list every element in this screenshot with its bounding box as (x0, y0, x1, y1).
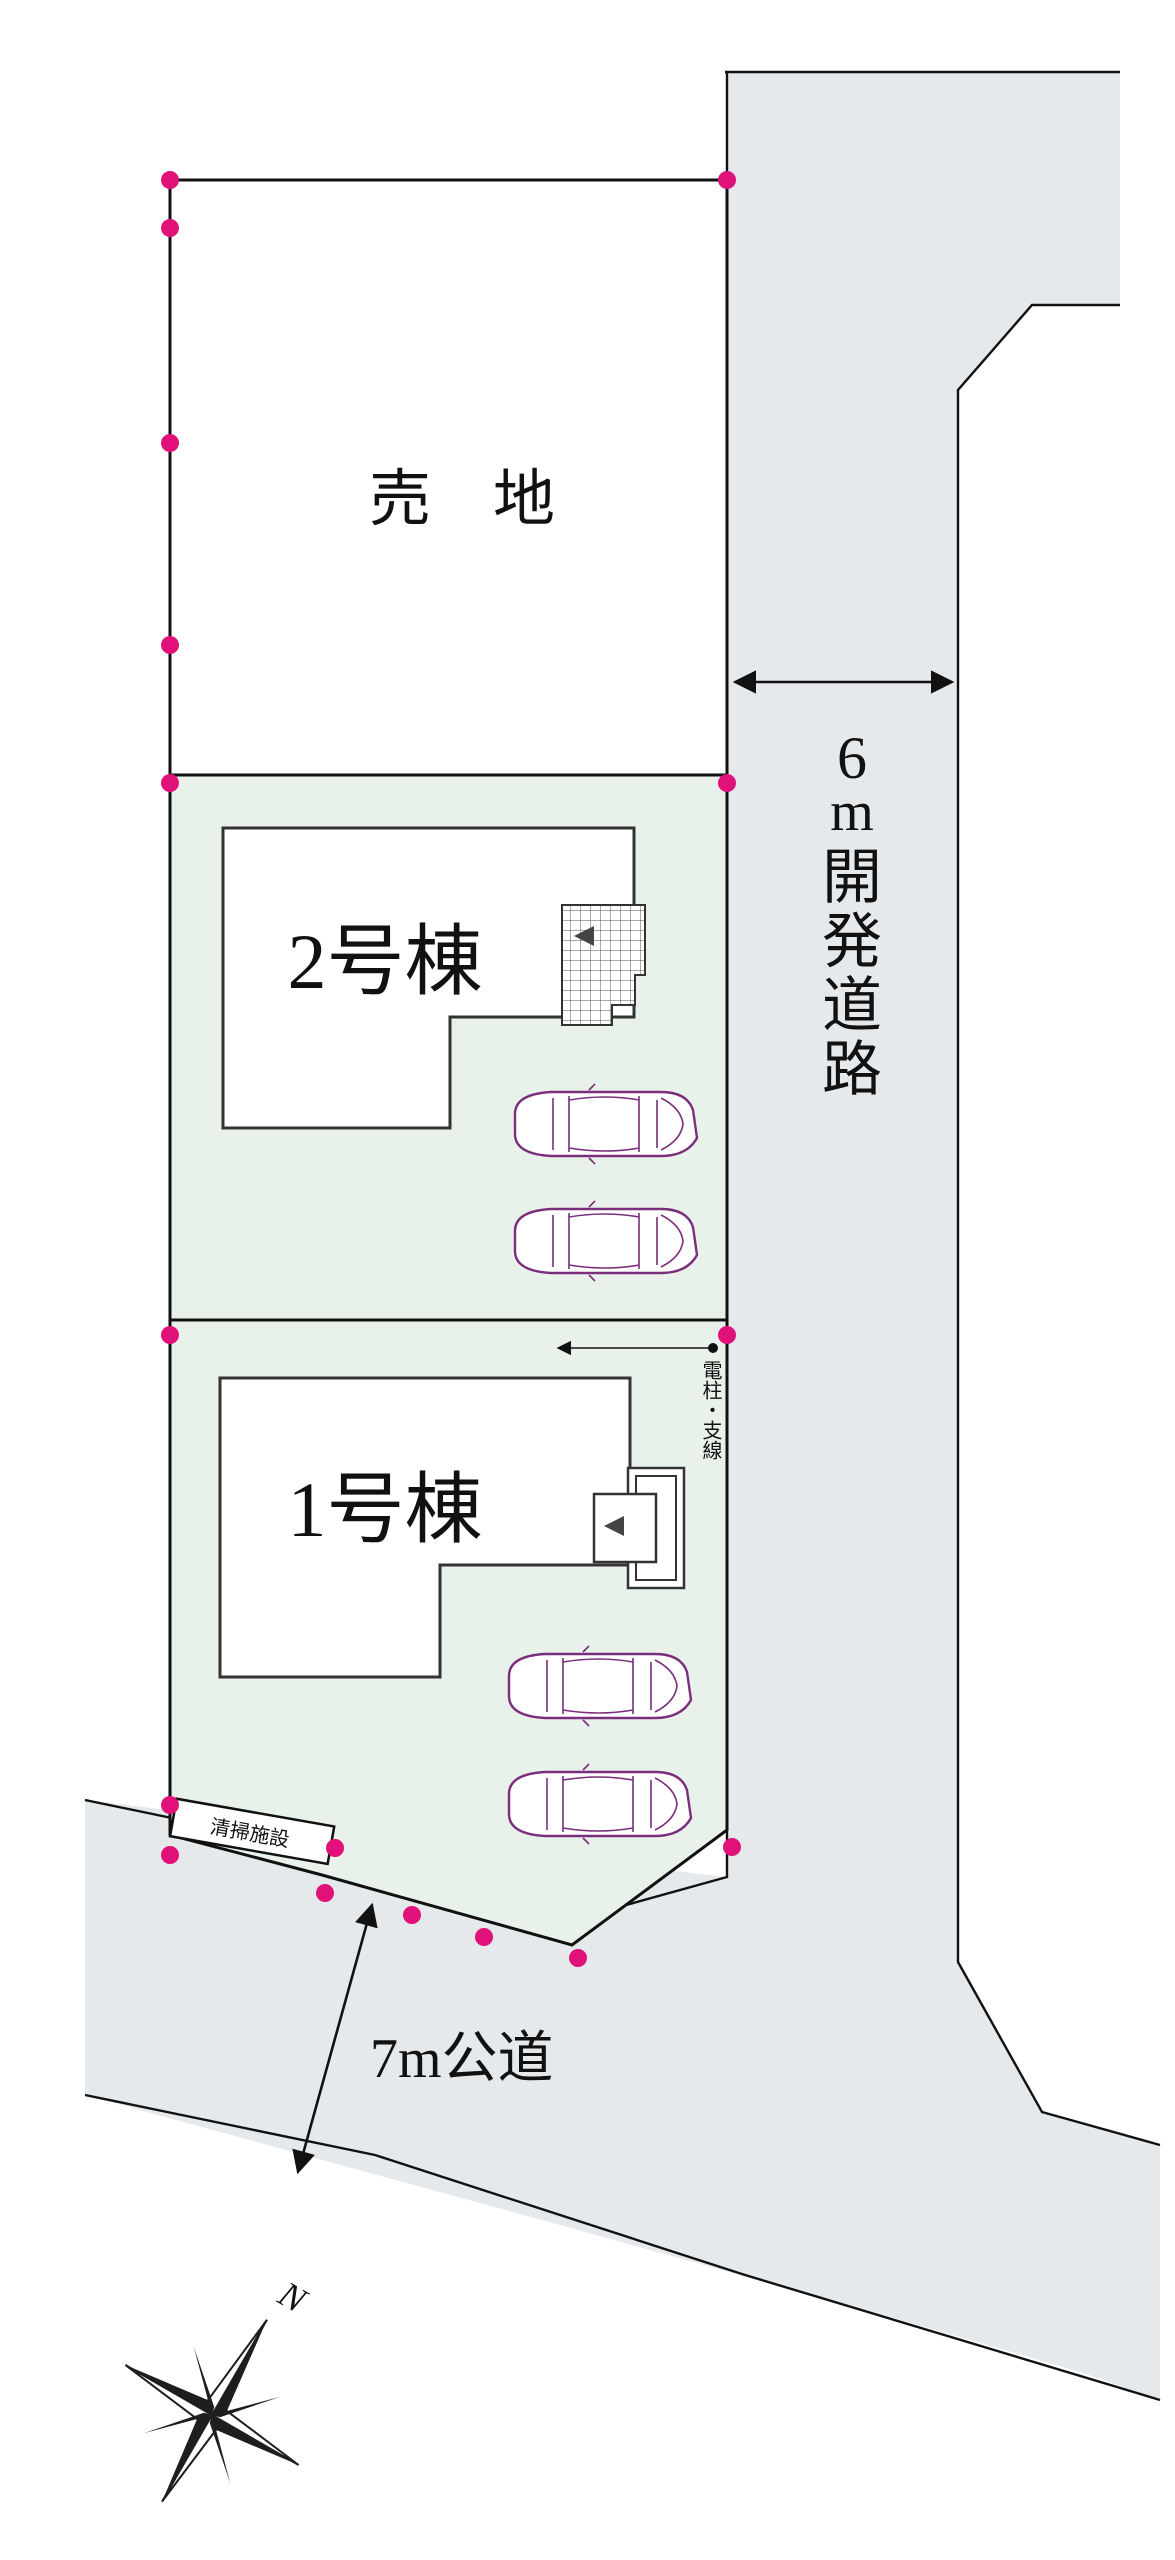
development-road-name-char: 道 (822, 973, 882, 1039)
building-1-entrance-icon (604, 1516, 624, 1536)
building-1-footprint (218, 1376, 632, 1679)
development-road-width: 6 (837, 725, 867, 791)
boundary-marker-icon (161, 1796, 179, 1814)
car-icon (507, 1644, 693, 1728)
boundary-marker-icon (161, 434, 179, 452)
boundary-marker-icon (403, 1906, 421, 1924)
boundary-marker-icon (718, 171, 736, 189)
building-1-entrance (592, 1466, 686, 1590)
boundary-marker-icon (475, 1928, 493, 1946)
development-road (85, 72, 1160, 2400)
road-edge-east (956, 303, 1161, 2147)
boundary-marker-icon (316, 1884, 334, 1902)
boundary-marker-icon (161, 1846, 179, 1864)
utility-pole-label: 電柱・支線 (699, 1360, 722, 1460)
boundary-marker-icon (718, 1326, 736, 1344)
building-2-footprint (221, 826, 636, 1130)
public-road-label: 7m公道 (370, 2028, 554, 2090)
utility-pole-icon (708, 1343, 718, 1353)
development-road-name-char: 発 (822, 909, 882, 975)
boundary-marker-icon (569, 1949, 587, 1967)
car-icon (507, 1762, 693, 1846)
sale-land-label: 売 地 (369, 466, 555, 534)
boundary-marker-icon (326, 1839, 344, 1857)
boundary-marker-icon (161, 774, 179, 792)
boundary-marker-icon (161, 219, 179, 237)
compass-north-label: N (271, 2273, 314, 2321)
sale-land-lot (170, 180, 727, 775)
boundary-marker-icon (161, 636, 179, 654)
development-road-name-char: 路 (822, 1037, 882, 1103)
boundary-marker-icon (723, 1838, 741, 1856)
boundary-marker-icon (161, 171, 179, 189)
public-road-width-arrow (292, 1902, 378, 2175)
car-icon (513, 1199, 699, 1283)
compass-rose-icon: N (124, 2273, 315, 2503)
boundary-markers (161, 171, 741, 1967)
boundary-marker-icon (161, 1326, 179, 1344)
building-2-label: 2号棟 (287, 918, 482, 1005)
car-icon (513, 1082, 699, 1166)
building-2-entrance-icon (574, 926, 594, 946)
building-1-label: 1号棟 (287, 1466, 482, 1553)
boundary-marker-icon (718, 774, 736, 792)
development-road-name-char: 開 (822, 845, 882, 911)
development-road-unit: m (830, 781, 874, 843)
